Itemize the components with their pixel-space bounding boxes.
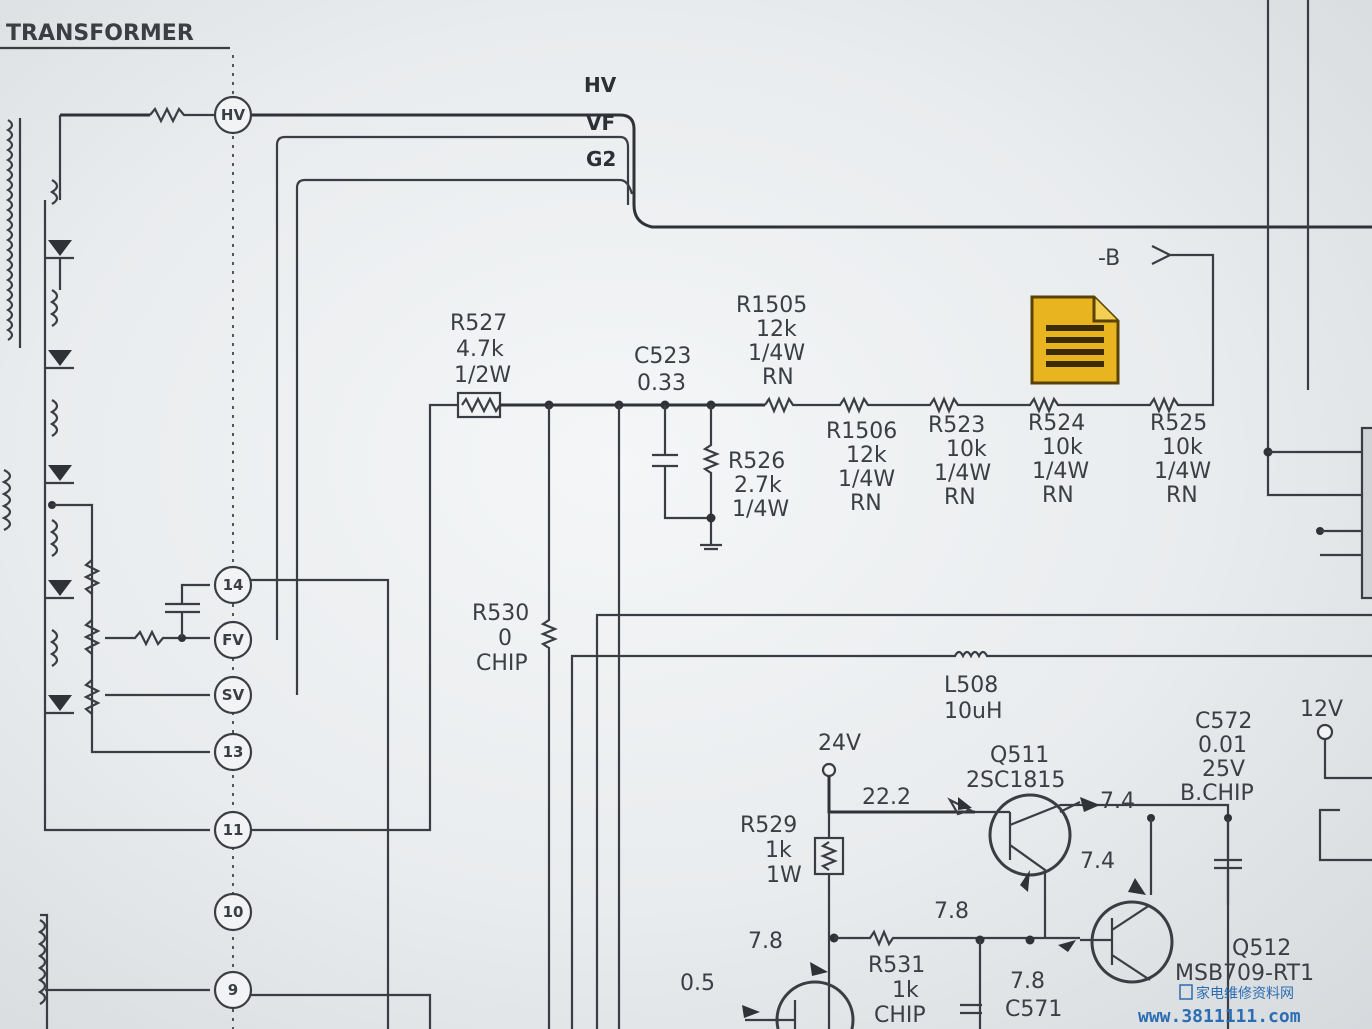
transformer-winding <box>1 118 47 1005</box>
r527-ref: R527 <box>450 311 507 336</box>
svg-text:FV: FV <box>222 631 244 649</box>
c572-rating: 25V <box>1202 757 1245 782</box>
r529-ref: R529 <box>740 813 797 838</box>
pin-13 <box>213 732 253 772</box>
r526-rating: 1/4W <box>732 497 789 522</box>
svg-text:14: 14 <box>223 576 244 594</box>
r531-type: CHIP <box>874 1003 926 1028</box>
q-bottom-voltage: 0.5 <box>680 971 715 996</box>
l508-ref: L508 <box>944 673 998 698</box>
pin-hv <box>213 95 253 135</box>
l508-value: 10uH <box>944 699 1002 724</box>
c571-ref: C571 <box>1005 997 1062 1022</box>
r524-rating: 1/4W <box>1032 459 1089 484</box>
r524-type: RN <box>1042 483 1074 508</box>
document-note-icon[interactable] <box>1030 295 1120 385</box>
watermark-chinese: 家电维修资料网 <box>1196 985 1294 1002</box>
r523-rating: 1/4W <box>934 461 991 486</box>
r523-type: RN <box>944 485 976 510</box>
pin-sv <box>213 675 253 715</box>
r1505-type: RN <box>762 365 794 390</box>
svg-text:11: 11 <box>223 821 244 839</box>
r1505-rating: 1/4W <box>748 341 805 366</box>
r527-rating: 1/2W <box>454 363 511 388</box>
r530-value: 0 <box>498 626 512 651</box>
minus-b-label: -B <box>1098 246 1120 271</box>
svg-text:SV: SV <box>222 686 245 704</box>
pin-14 <box>213 565 253 605</box>
svg-text:13: 13 <box>223 743 244 761</box>
hv-wire <box>251 113 1372 229</box>
node-78a-voltage: 7.8 <box>934 899 969 924</box>
q511-ref: Q511 <box>990 743 1049 768</box>
r529-resistor <box>813 836 845 876</box>
c572-ref: C572 <box>1195 709 1252 734</box>
r1506-ref: R1506 <box>826 419 897 444</box>
pin-fv <box>213 620 253 660</box>
r531-ref: R531 <box>868 953 925 978</box>
pin-10 <box>213 892 253 932</box>
r526-value: 2.7k <box>734 473 782 498</box>
r525-type: RN <box>1166 483 1198 508</box>
r524-value: 10k <box>1042 435 1083 460</box>
diode-chain <box>43 179 210 832</box>
r1506-rating: 1/4W <box>838 467 895 492</box>
transformer-label: TRANSFORMER <box>6 21 194 46</box>
r525-value: 10k <box>1162 435 1203 460</box>
r530-ref: R530 <box>472 601 529 626</box>
r525-rating: 1/4W <box>1154 459 1211 484</box>
bottom-transistor <box>775 980 855 1029</box>
svg-text:HV: HV <box>221 106 246 124</box>
q512-part: MSB709-RT1 <box>1175 961 1314 986</box>
c572-type: B.CHIP <box>1180 781 1254 806</box>
q511-emitter-voltage: 7.4 <box>1100 789 1135 814</box>
c523-value: 0.33 <box>637 371 686 396</box>
r526-ref: R526 <box>728 449 785 474</box>
q511-part: 2SC1815 <box>966 768 1065 793</box>
r1505-value: 12k <box>756 317 797 342</box>
svg-text:9: 9 <box>228 981 238 999</box>
r531-value: 1k <box>892 978 919 1003</box>
r529-value: 1k <box>765 838 792 863</box>
q512-ref: Q512 <box>1232 936 1291 961</box>
watermark-site: www.3811111.com <box>1138 1006 1301 1027</box>
r527-value: 4.7k <box>456 337 504 362</box>
r1506-type: RN <box>850 491 882 516</box>
node-78b-voltage: 7.8 <box>748 929 783 954</box>
v24-label: 24V <box>818 731 861 756</box>
q512-emitter-voltage: 7.4 <box>1080 849 1115 874</box>
c572-value: 0.01 <box>1198 733 1247 758</box>
pin-column: HV 14 FV SV 13 11 10 9 <box>213 95 253 1010</box>
c523-ref: C523 <box>634 344 691 369</box>
r529-rating: 1W <box>766 863 802 888</box>
r530-type: CHIP <box>476 651 528 676</box>
hv-label: HV <box>584 73 617 97</box>
r1506-value: 12k <box>846 443 887 468</box>
vf-label: VF <box>586 111 615 135</box>
q511-base-voltage: 22.2 <box>862 785 911 810</box>
q512-transistor <box>1090 900 1174 984</box>
r525-ref: R525 <box>1150 411 1207 436</box>
svg-text:10: 10 <box>223 903 244 921</box>
q511-transistor <box>988 793 1072 877</box>
v12-label: 12V <box>1300 697 1343 722</box>
r523-ref: R523 <box>928 413 985 438</box>
g2-label: G2 <box>586 147 616 171</box>
r524-ref: R524 <box>1028 411 1085 436</box>
node-78c-voltage: 7.8 <box>1010 969 1045 994</box>
pin-9 <box>213 970 253 1010</box>
r523-value: 10k <box>946 437 987 462</box>
r1505-ref: R1505 <box>736 293 807 318</box>
